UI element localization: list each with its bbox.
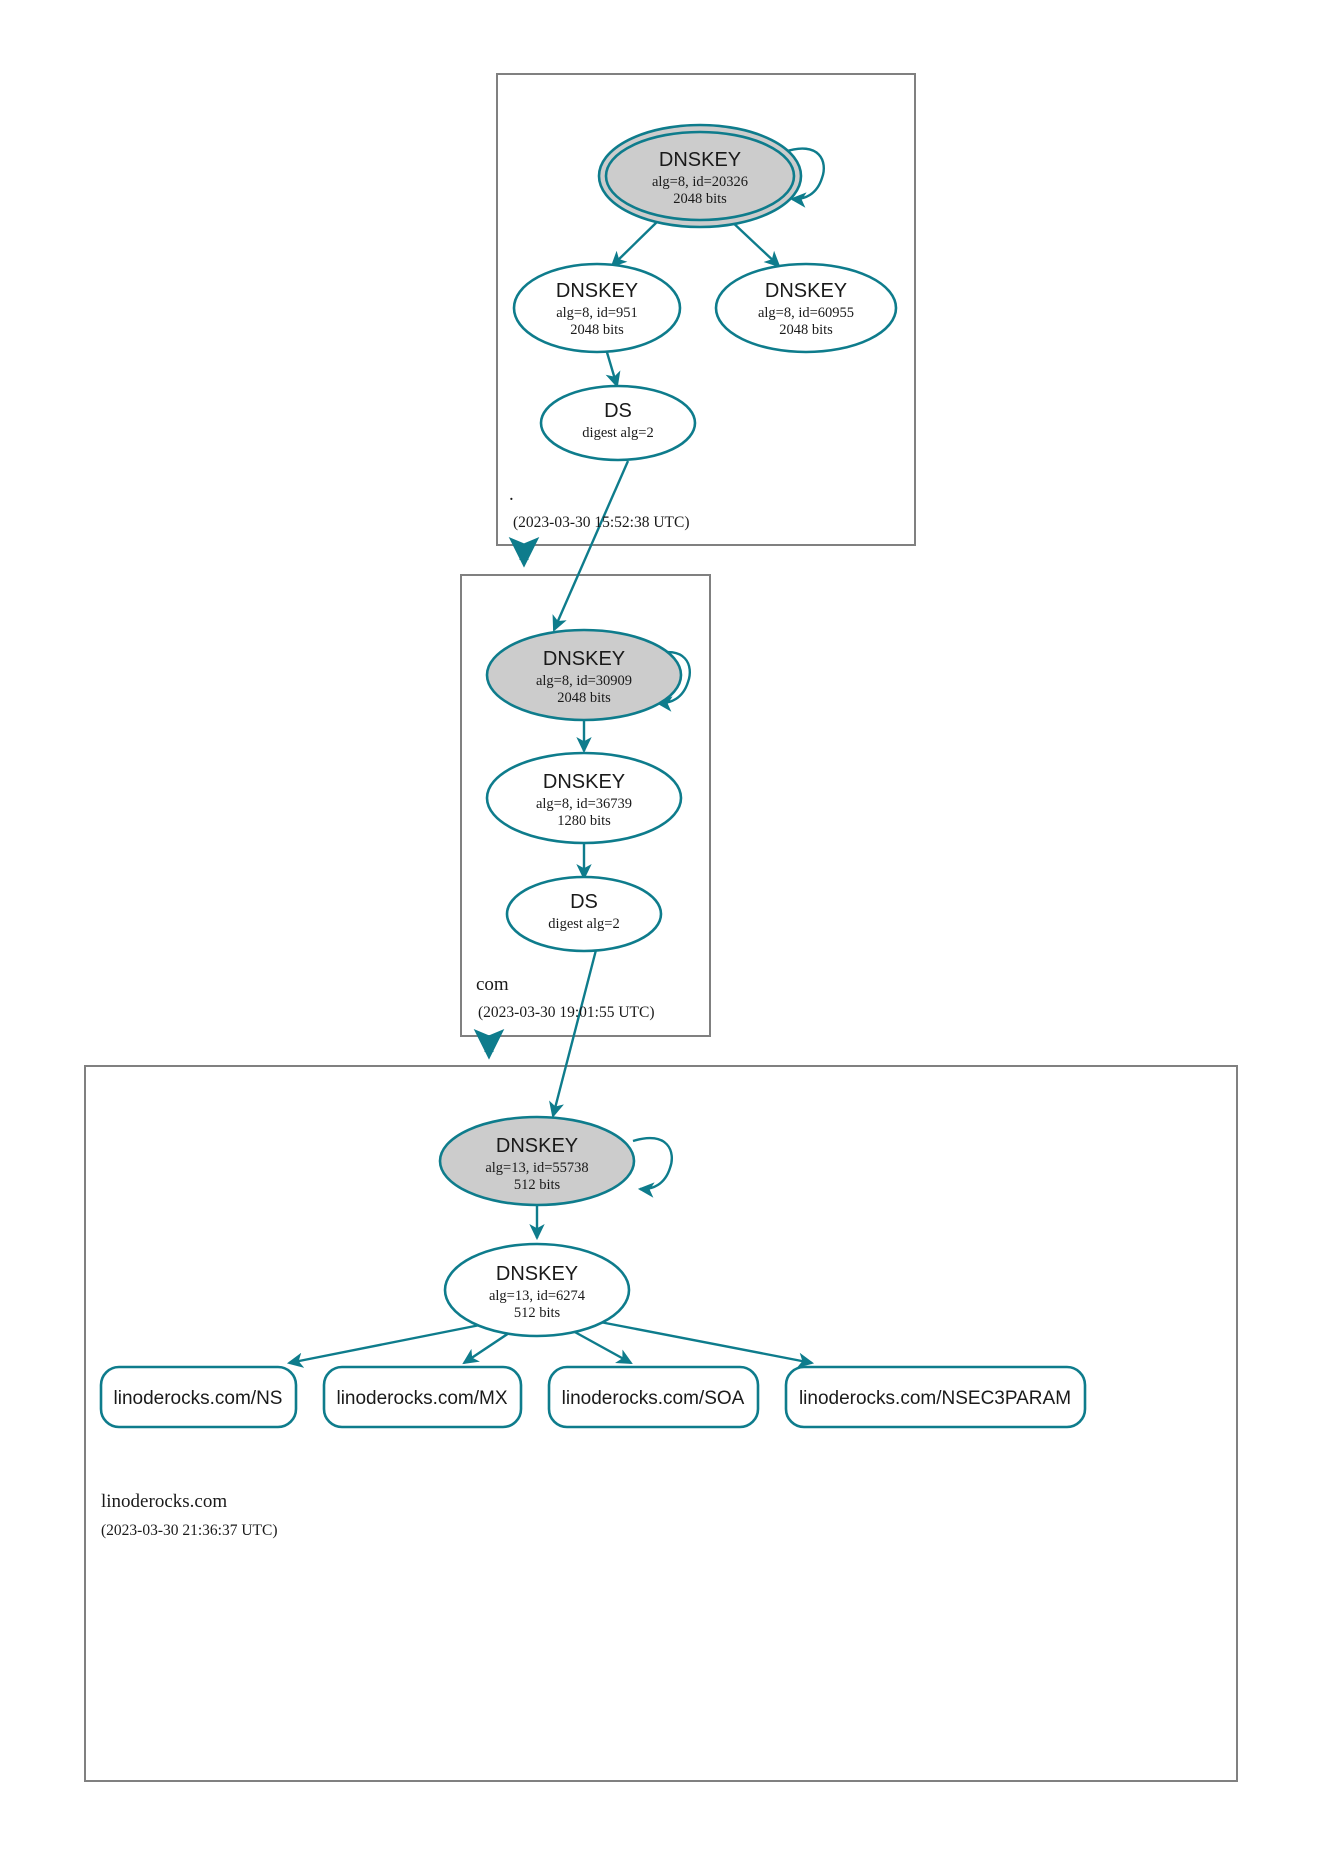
root-zsk951-title: DNSKEY bbox=[556, 280, 638, 302]
rrset-mx[interactable]: linoderocks.com/MX bbox=[322, 1365, 523, 1429]
lr-ksk-line3: 512 bits bbox=[514, 1177, 561, 1193]
root-zsk951-ellipse bbox=[512, 262, 682, 354]
lr-zsk-line2: alg=13, id=6274 bbox=[489, 1288, 586, 1304]
zone-label-com: com bbox=[476, 974, 509, 995]
com-zsk-line3: 1280 bits bbox=[557, 813, 611, 829]
lr-ksk-title: DNSKEY bbox=[496, 1135, 578, 1157]
root-zsk951-line2: alg=8, id=951 bbox=[556, 305, 638, 321]
edge-zsk-to-soa bbox=[572, 1329, 633, 1365]
edge-self-sign-com-ksk bbox=[650, 650, 691, 712]
node-com-zsk[interactable]: DNSKEY alg=8, id=36739 1280 bits bbox=[485, 751, 683, 845]
rrset-nsec3param-box bbox=[784, 1365, 1087, 1429]
rrset-nsec3param-label: linoderocks.com/NSEC3PARAM bbox=[799, 1388, 1071, 1409]
edge-zsk-to-mx bbox=[462, 1330, 513, 1365]
node-linoderocks-ksk[interactable]: DNSKEY alg=13, id=55738 512 bits bbox=[438, 1115, 636, 1207]
root-zsk951-line3: 2048 bits bbox=[570, 322, 624, 338]
lr-ksk-ellipse bbox=[438, 1115, 636, 1207]
edge-self-sign-linoderocks-ksk bbox=[632, 1136, 673, 1198]
edge-root-zsk951-to-ds bbox=[604, 348, 621, 389]
root-ksk-line2: alg=8, id=20326 bbox=[652, 174, 748, 190]
root-ksk-inner-ellipse bbox=[604, 130, 796, 222]
edge-zsk-to-ns bbox=[286, 1323, 481, 1368]
rrset-ns-label: linoderocks.com/NS bbox=[114, 1388, 283, 1409]
edge-com-ds-to-linoderocks-dnskey bbox=[549, 949, 598, 1119]
root-ds-line2: digest alg=2 bbox=[582, 425, 653, 441]
root-ds-ellipse bbox=[539, 384, 697, 462]
com-ds-line2: digest alg=2 bbox=[548, 916, 619, 932]
node-linoderocks-zsk[interactable]: DNSKEY alg=13, id=6274 512 bits bbox=[443, 1242, 631, 1338]
node-com-ds[interactable]: DS digest alg=2 bbox=[505, 875, 663, 953]
edge-root-ds-to-com-dnskey bbox=[552, 460, 630, 632]
zone-timestamp-linoderocks: (2023-03-30 21:36:37 UTC) bbox=[101, 1522, 278, 1539]
rrset-mx-box bbox=[322, 1365, 523, 1429]
root-ds-title: DS bbox=[604, 400, 632, 422]
node-root-ksk[interactable]: DNSKEY alg=8, id=20326 2048 bits bbox=[597, 123, 803, 229]
rrset-soa-box bbox=[547, 1365, 760, 1429]
lr-zsk-title: DNSKEY bbox=[496, 1263, 578, 1285]
com-ksk-title: DNSKEY bbox=[543, 648, 625, 670]
root-zsk60955-title: DNSKEY bbox=[765, 280, 847, 302]
node-root-zsk-951[interactable]: DNSKEY alg=8, id=951 2048 bits bbox=[512, 262, 682, 354]
rrset-soa-label: linoderocks.com/SOA bbox=[562, 1388, 745, 1409]
com-zsk-ellipse bbox=[485, 751, 683, 845]
zone-timestamp-com: (2023-03-30 19:01:55 UTC) bbox=[478, 1004, 655, 1021]
com-ds-ellipse bbox=[505, 875, 663, 953]
lr-ksk-line2: alg=13, id=55738 bbox=[485, 1160, 588, 1176]
root-zsk60955-ellipse bbox=[714, 262, 898, 354]
rrset-ns[interactable]: linoderocks.com/NS bbox=[99, 1365, 298, 1429]
lr-zsk-line3: 512 bits bbox=[514, 1305, 561, 1321]
zone-label-linoderocks: linoderocks.com bbox=[101, 1491, 227, 1512]
rrset-soa[interactable]: linoderocks.com/SOA bbox=[547, 1365, 760, 1429]
node-com-ksk[interactable]: DNSKEY alg=8, id=30909 2048 bits bbox=[485, 628, 683, 722]
com-ksk-ellipse bbox=[485, 628, 683, 722]
com-ksk-line2: alg=8, id=30909 bbox=[536, 673, 632, 689]
zone-timestamp-root: (2023-03-30 15:52:38 UTC) bbox=[513, 514, 690, 531]
com-zsk-line2: alg=8, id=36739 bbox=[536, 796, 632, 812]
zone-label-root: . bbox=[509, 484, 514, 505]
edge-root-ksk-to-zsk60955 bbox=[728, 218, 781, 268]
root-zsk60955-line3: 2048 bits bbox=[779, 322, 833, 338]
rrset-nsec3param[interactable]: linoderocks.com/NSEC3PARAM bbox=[784, 1365, 1087, 1429]
root-ksk-line3: 2048 bits bbox=[673, 191, 727, 207]
com-ds-title: DS bbox=[570, 891, 598, 913]
edge-zsk-to-nsec3param bbox=[599, 1320, 815, 1368]
com-zsk-title: DNSKEY bbox=[543, 771, 625, 793]
edge-self-sign-root-ksk bbox=[783, 147, 825, 208]
lr-zsk-ellipse bbox=[443, 1242, 631, 1338]
rrset-ns-box bbox=[99, 1365, 298, 1429]
root-ksk-title: DNSKEY bbox=[659, 149, 741, 171]
edge-root-ksk-to-zsk951 bbox=[610, 218, 661, 268]
node-root-ds[interactable]: DS digest alg=2 bbox=[539, 384, 697, 462]
root-zsk60955-line2: alg=8, id=60955 bbox=[758, 305, 854, 321]
node-root-zsk-60955[interactable]: DNSKEY alg=8, id=60955 2048 bits bbox=[714, 262, 898, 354]
com-ksk-line3: 2048 bits bbox=[557, 690, 611, 706]
rrset-mx-label: linoderocks.com/MX bbox=[336, 1388, 507, 1409]
